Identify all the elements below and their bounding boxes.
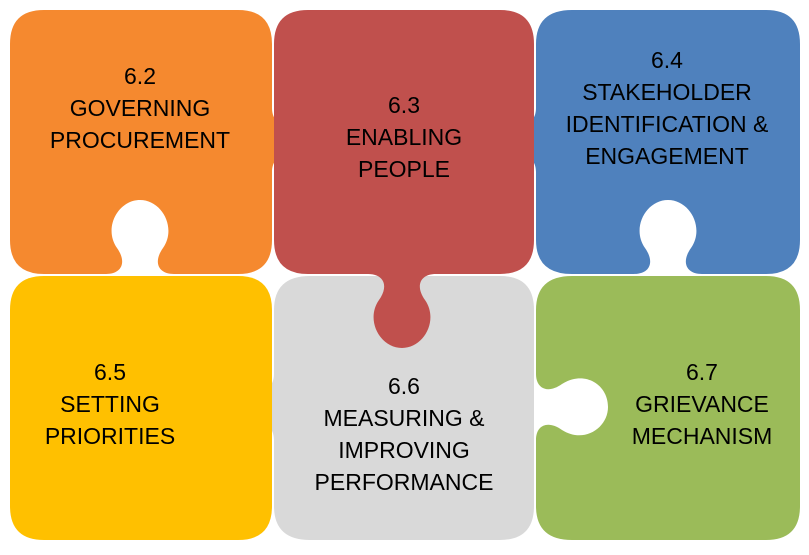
label-line: PROCUREMENT: [49, 127, 231, 153]
section-number: 6.5: [94, 359, 126, 385]
label-line: STAKEHOLDER: [582, 79, 752, 105]
puzzle-piece-grievance-mechanism: [536, 276, 800, 540]
label-line: PRIORITIES: [44, 423, 176, 449]
label-line: IDENTIFICATION &: [565, 111, 769, 137]
label-governing-procurement: 6.2 GOVERNING PROCUREMENT: [50, 60, 230, 156]
label-enabling-people: 6.3 ENABLING PEOPLE: [346, 89, 462, 185]
puzzle-piece-governing-procurement: [10, 10, 346, 274]
section-number: 6.7: [686, 359, 718, 385]
label-stakeholder-identification-engagement: 6.4 STAKEHOLDER IDENTIFICATION & ENGAGEM…: [566, 44, 769, 172]
puzzle-piece-measuring-improving-performance: [200, 276, 534, 540]
section-number: 6.3: [388, 92, 420, 118]
label-line: MECHANISM: [631, 423, 773, 449]
label-setting-priorities: 6.5 SETTING PRIORITIES: [45, 356, 175, 452]
label-measuring-improving-performance: 6.6 MEASURING & IMPROVING PERFORMANCE: [315, 370, 494, 498]
puzzle-piece-setting-priorities: [10, 276, 272, 540]
label-grievance-mechanism: 6.7 GRIEVANCE MECHANISM: [632, 356, 773, 452]
label-line: IMPROVING: [338, 437, 470, 463]
label-line: MEASURING &: [323, 405, 485, 431]
label-line: GOVERNING: [69, 95, 211, 121]
puzzle-piece-stakeholder-identification-engagement: [462, 10, 800, 274]
section-number: 6.4: [651, 47, 683, 73]
label-line: GRIEVANCE: [635, 391, 769, 417]
section-number: 6.2: [124, 63, 156, 89]
label-line: PERFORMANCE: [314, 469, 494, 495]
label-line: SETTING: [60, 391, 160, 417]
label-line: ENGAGEMENT: [585, 143, 749, 169]
label-line: ENABLING: [345, 124, 463, 150]
label-line: PEOPLE: [357, 156, 451, 182]
section-number: 6.6: [388, 373, 420, 399]
puzzle-piece-enabling-people: [274, 10, 534, 348]
